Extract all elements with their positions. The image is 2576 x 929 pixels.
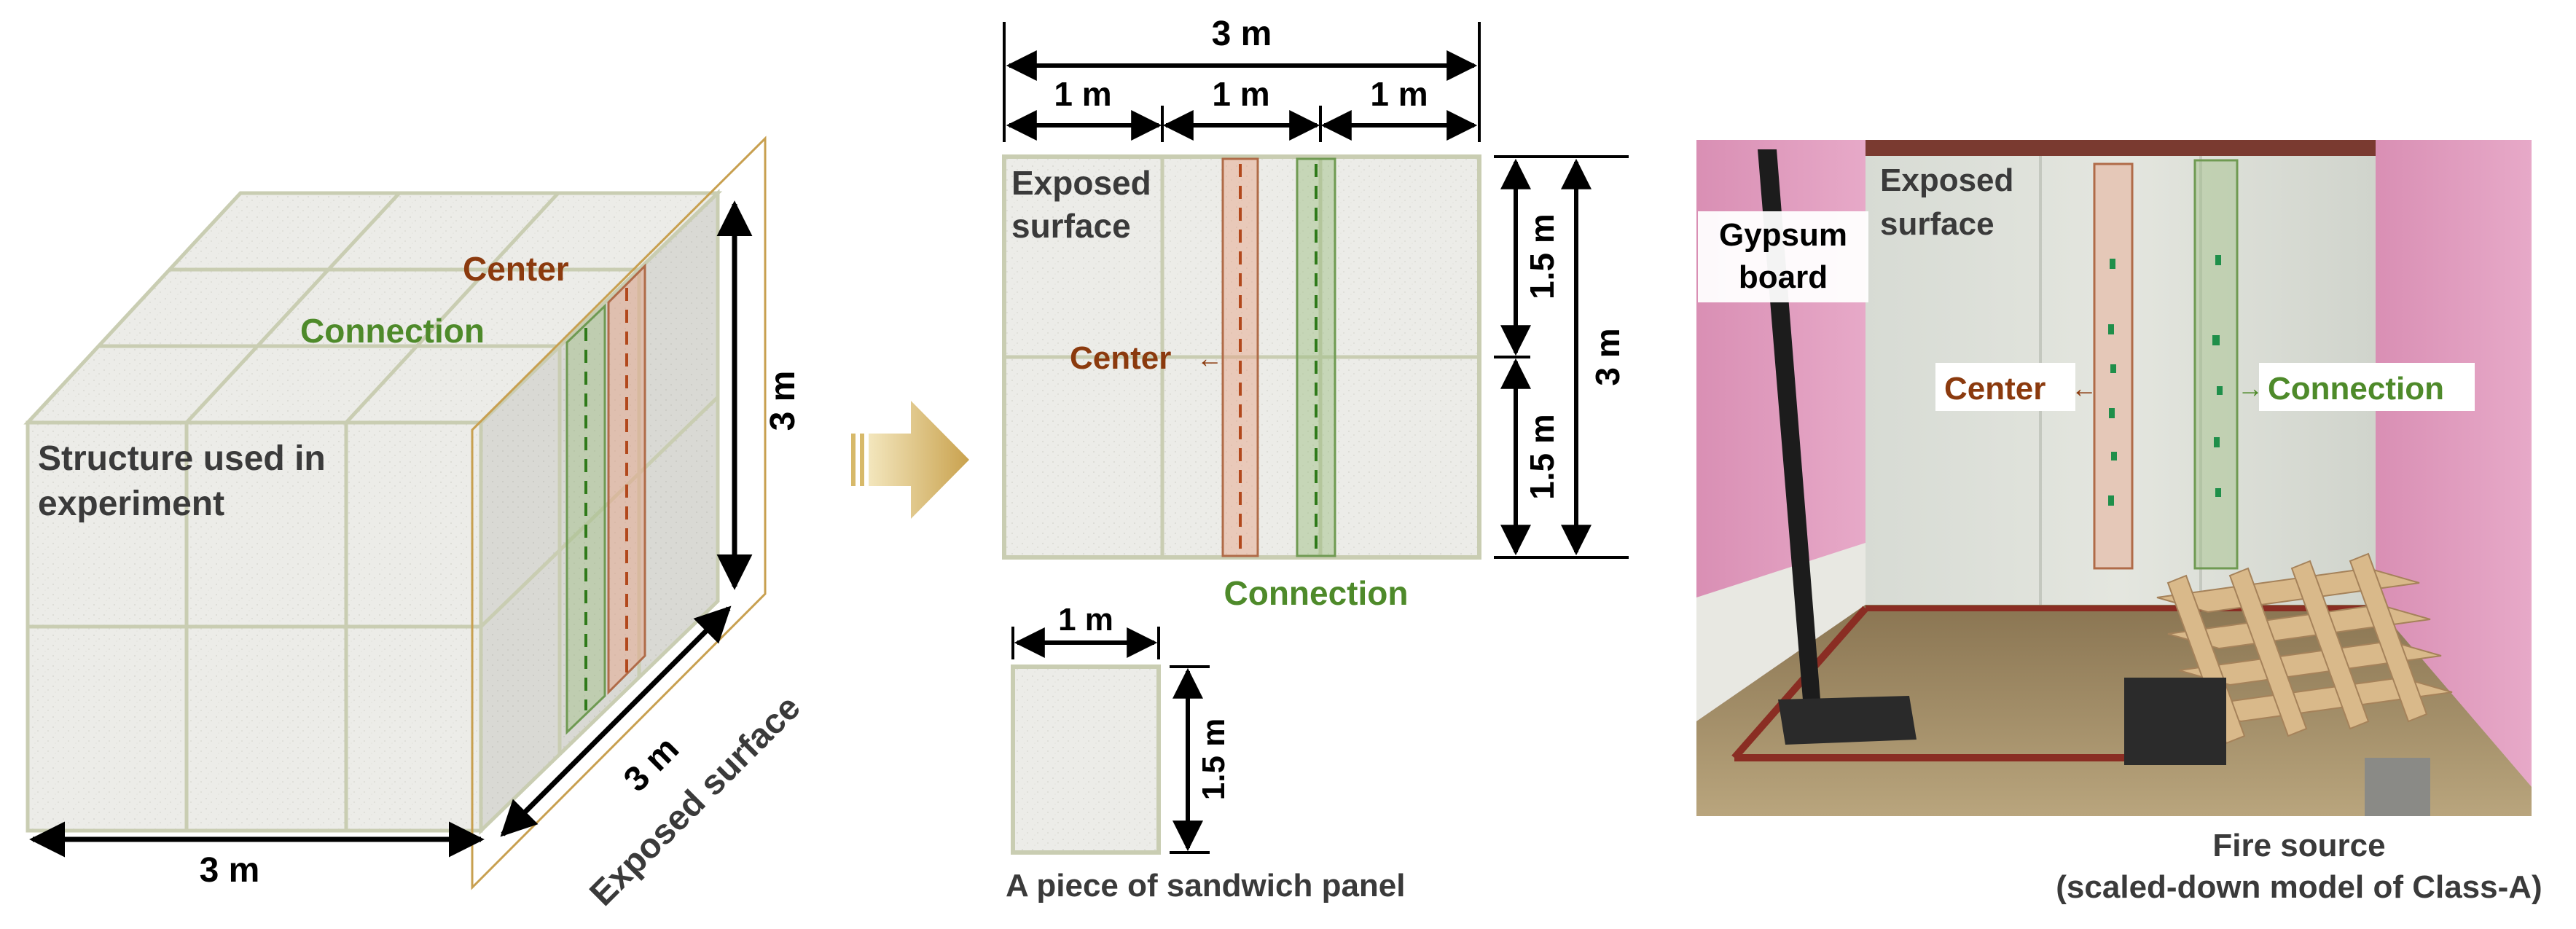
piece-width-dim: 1 m (1058, 602, 1113, 638)
photo-fire-label-1: Fire source (2212, 828, 2385, 863)
sandwich-panel-piece (1011, 627, 1210, 855)
photo-exposed-label-1: Exposed (1880, 162, 2013, 198)
photo-fire-label-2: (scaled-down model of Class-A) (2056, 869, 2542, 905)
cube-center-label: Center (463, 250, 569, 288)
panel-dimensions (1003, 22, 1629, 559)
cube-structure (23, 136, 767, 890)
cube-width-dim: 3 m (200, 851, 260, 890)
piece-height-dim: 1.5 m (1196, 718, 1232, 801)
photo-exposed-label-2: surface (1880, 206, 1994, 242)
photo-connection-strip (2193, 159, 2239, 570)
photo-connection-label: Connection (2268, 371, 2444, 407)
photo-center-label: Center (1944, 371, 2045, 407)
cube-dimensions (29, 200, 753, 858)
photo-connection-arrow-icon: → (2237, 373, 2263, 403)
cube-front-grid (28, 423, 481, 831)
cube-structure-label-2: experiment (38, 485, 224, 523)
wood-crib (2156, 552, 2453, 745)
experiment-photo (1696, 140, 2532, 816)
cube-connection-label: Connection (300, 312, 485, 350)
panel-exposed-label-2: surface (1011, 207, 1131, 245)
cube-height-dim: 3 m (764, 371, 802, 431)
panel-height-dim-lower: 1.5 m (1523, 414, 1561, 500)
photo-gypsum-label-2: board (1739, 259, 1828, 295)
panel-center-strip (1221, 157, 1259, 557)
cube-top-grid (98, 192, 639, 424)
panel-center-label: Center (1070, 340, 1171, 376)
panel-center-arrow-icon: ← (1197, 343, 1223, 373)
cube-structure-label-1: Structure used in (38, 439, 326, 478)
panel-width-dim-3: 1 m (1370, 75, 1428, 113)
exposed-plane-outline (471, 136, 767, 890)
panel-front-view (1002, 154, 1481, 560)
panel-connection-label: Connection (1224, 574, 1409, 612)
panel-height-dim-upper: 1.5 m (1523, 213, 1561, 299)
panel-exposed-label-1: Exposed (1011, 164, 1151, 202)
transition-arrow-icon (851, 401, 969, 519)
piece-caption: A piece of sandwich panel (1006, 868, 1406, 903)
panel-width-dim-2: 1 m (1212, 75, 1269, 113)
photo-center-arrow-icon: ← (2071, 373, 2097, 403)
photo-gypsum-label-1: Gypsum (1719, 217, 1847, 253)
panel-total-width-dim: 3 m (1212, 15, 1272, 53)
cube-depth-dim: 3 m (616, 729, 686, 799)
panel-height-dim-total: 3 m (1589, 328, 1626, 385)
panel-width-dim-1: 1 m (1054, 75, 1111, 113)
panel-connection-strip (1296, 157, 1336, 557)
